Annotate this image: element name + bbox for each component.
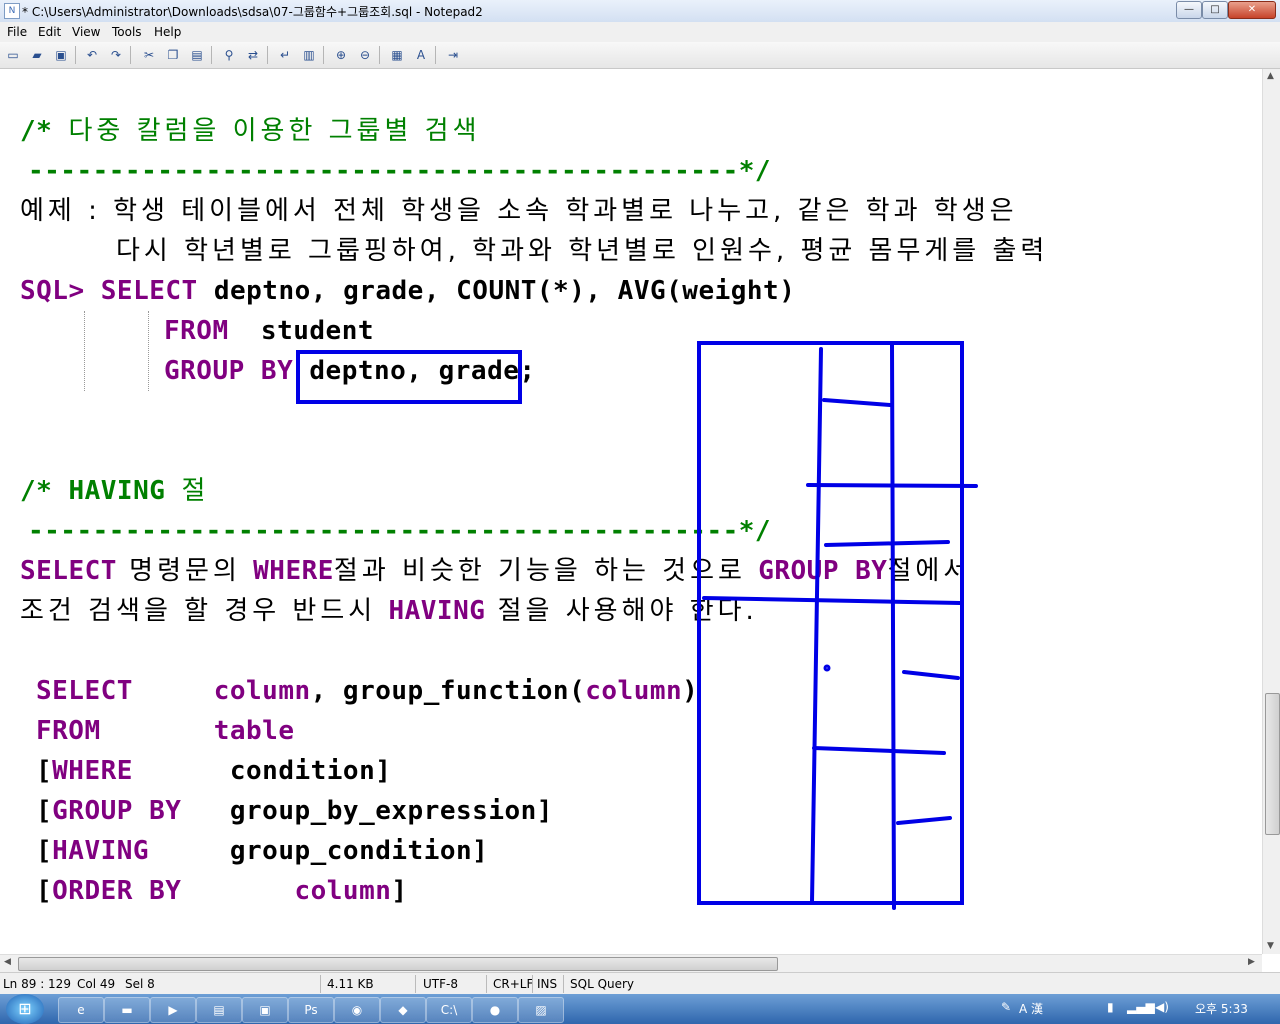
- vertical-scrollbar[interactable]: ▲ ▼: [1262, 69, 1280, 954]
- app-icon[interactable]: ◆: [380, 997, 426, 1023]
- save-icon[interactable]: ▣: [55, 48, 67, 62]
- paste-icon[interactable]: ▤: [191, 48, 203, 62]
- clock[interactable]: 오후 5:33: [1195, 1002, 1248, 1016]
- zoom-out-icon[interactable]: ⊖: [359, 48, 371, 62]
- ie-icon[interactable]: e: [58, 997, 104, 1023]
- paint-icon[interactable]: ▨: [518, 997, 564, 1023]
- explorer-icon[interactable]: ▬: [104, 997, 150, 1023]
- schemes-icon[interactable]: ▦: [391, 48, 403, 62]
- font-icon[interactable]: A: [416, 48, 426, 62]
- code-line: ----------------------------------------…: [28, 156, 772, 186]
- minimize-button[interactable]: —: [1176, 1, 1202, 19]
- syntax-line: [GROUP BY group_by_expression]: [36, 796, 553, 826]
- code-line: FROM student: [164, 316, 375, 346]
- signal-icon[interactable]: ▂▄▆: [1127, 1000, 1155, 1014]
- status-position: Ln 89 : 129: [3, 977, 71, 991]
- menu-help[interactable]: Help: [154, 25, 182, 39]
- indent-guide: [148, 311, 149, 391]
- code-line: 조건 검색을 할 경우 반드시 HAVING 절을 사용해야 한다.: [20, 596, 758, 626]
- undo-icon[interactable]: ↶: [86, 48, 98, 62]
- code-line: SELECT 명령문의 WHERE절과 비슷한 기능을 하는 것으로 GROUP…: [20, 556, 972, 586]
- code-line: /* 다중 칼럼을 이용한 그룹별 검색: [20, 116, 481, 146]
- toolbar: ▭ ▰ ▣ ↶ ↷ ✂ ❐ ▤ ⚲ ⇄ ↵ ▥ ⊕ ⊖ ▦ A ⇥: [0, 42, 1280, 69]
- find-icon[interactable]: ⚲: [224, 48, 234, 62]
- code-line: ----------------------------------------…: [28, 516, 772, 546]
- open-icon[interactable]: ▰: [32, 48, 42, 62]
- system-tray: ✎ A 漢 ▮ ▂▄▆ ◀) 오후 5:33: [995, 994, 1280, 1024]
- start-button[interactable]: ⊞: [6, 994, 44, 1024]
- taskbar: ⊞ e ▬ ▶ ▤ ▣ Ps ◉ ◆ C:\ ● ▨ ✎ A 漢 ▮ ▂▄▆ ◀…: [0, 994, 1280, 1024]
- menu-view[interactable]: View: [72, 25, 101, 39]
- status-column: Col 49: [77, 977, 116, 991]
- code-line: SQL> SELECT deptno, grade, COUNT(*), AVG…: [20, 276, 796, 306]
- maximize-button[interactable]: □: [1202, 1, 1228, 19]
- copy-icon[interactable]: ❐: [167, 48, 179, 62]
- new-icon[interactable]: ▭: [7, 48, 19, 62]
- menu-tools[interactable]: Tools: [112, 25, 142, 39]
- status-bar: Ln 89 : 129 Col 49 Sel 8 4.11 KB UTF-8 C…: [0, 972, 1280, 995]
- chrome-icon[interactable]: ◉: [334, 997, 380, 1023]
- scroll-down-icon[interactable]: ▼: [1267, 941, 1274, 951]
- vertical-scroll-thumb[interactable]: [1265, 693, 1280, 835]
- longline-icon[interactable]: ▥: [303, 48, 315, 62]
- volume-icon[interactable]: ◀): [1155, 1000, 1169, 1014]
- status-encoding[interactable]: UTF-8: [423, 977, 458, 991]
- redo-icon[interactable]: ↷: [110, 48, 122, 62]
- scroll-right-icon[interactable]: ▶: [1248, 957, 1255, 967]
- window-title: * C:\Users\Administrator\Downloads\sdsa\…: [22, 5, 483, 19]
- code-line: GROUP BY deptno, grade;: [164, 356, 536, 386]
- menu-edit[interactable]: Edit: [38, 25, 62, 39]
- scroll-left-icon[interactable]: ◀: [4, 957, 11, 967]
- status-eol[interactable]: CR+LF: [493, 977, 534, 991]
- photoshop-icon[interactable]: Ps: [288, 997, 334, 1023]
- window-icon[interactable]: ▣: [242, 997, 288, 1023]
- horizontal-scroll-thumb[interactable]: [18, 957, 778, 971]
- title-bar[interactable]: N * C:\Users\Administrator\Downloads\sds…: [0, 0, 1280, 23]
- wordwrap-icon[interactable]: ↵: [279, 48, 291, 62]
- ime-mode[interactable]: A 漢: [1019, 1002, 1044, 1016]
- close-button[interactable]: ✕: [1228, 1, 1276, 19]
- status-ins[interactable]: INS: [537, 977, 558, 991]
- syntax-line: [WHERE condition]: [36, 756, 392, 786]
- notepad-taskbar-icon[interactable]: ▤: [196, 997, 242, 1023]
- app-green-icon[interactable]: ●: [472, 997, 518, 1023]
- syntax-line: [ORDER BY column]: [36, 876, 408, 906]
- replace-icon[interactable]: ⇄: [247, 48, 259, 62]
- syntax-line: [HAVING group_condition]: [36, 836, 489, 866]
- media-player-icon[interactable]: ▶: [150, 997, 196, 1023]
- cmd-icon[interactable]: C:\: [426, 997, 472, 1023]
- code-line: 다시 학년별로 그룹핑하여, 학과와 학년별로 인원수, 평균 몸무게를 출력: [116, 236, 1049, 266]
- exit-icon[interactable]: ⇥: [447, 48, 459, 62]
- code-line: /* HAVING 절: [20, 476, 210, 506]
- cut-icon[interactable]: ✂: [143, 48, 155, 62]
- indent-guide: [84, 311, 85, 391]
- editor-area[interactable]: /* 다중 칼럼을 이용한 그룹별 검색 -------------------…: [0, 69, 1262, 954]
- status-lexer[interactable]: SQL Query: [570, 977, 635, 991]
- scroll-up-icon[interactable]: ▲: [1267, 71, 1274, 81]
- notepad-icon: N: [4, 3, 20, 19]
- horizontal-scrollbar[interactable]: ◀ ▶: [0, 954, 1262, 972]
- status-selection: Sel 8: [125, 977, 155, 991]
- ime-icon[interactable]: ✎: [1001, 1000, 1012, 1014]
- code-line: 예제 : 학생 테이블에서 전체 학생을 소속 학과별로 나누고, 같은 학과 …: [20, 196, 1018, 226]
- menu-bar: File Edit View Tools Help: [0, 22, 1280, 42]
- network-icon[interactable]: ▮: [1107, 1000, 1114, 1014]
- syntax-line: FROM table: [36, 716, 295, 746]
- menu-file[interactable]: File: [7, 25, 28, 39]
- zoom-in-icon[interactable]: ⊕: [335, 48, 347, 62]
- syntax-line: SELECT column, group_function(column): [36, 676, 699, 706]
- status-size: 4.11 KB: [327, 977, 374, 991]
